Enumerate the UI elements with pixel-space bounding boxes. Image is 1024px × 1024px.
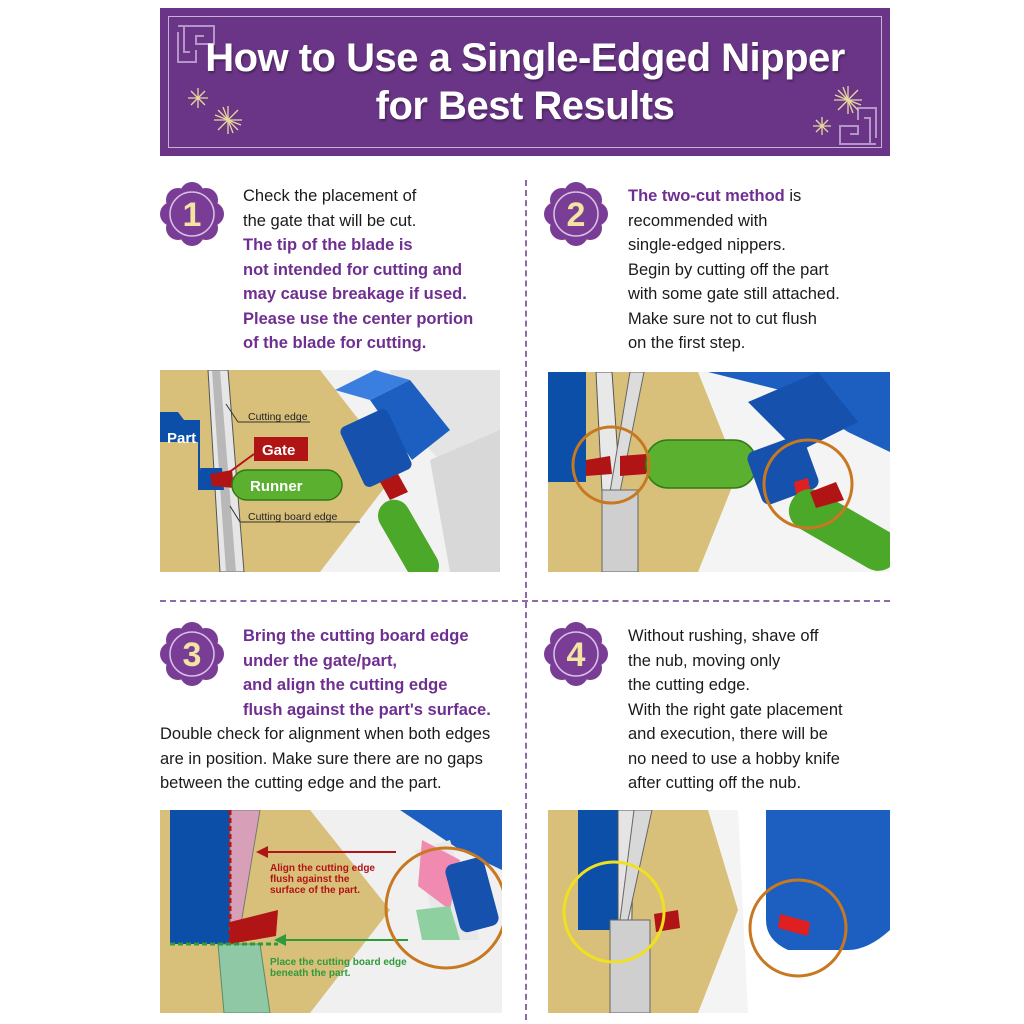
banner-frame xyxy=(168,16,882,148)
place-note-line1: Place the cutting board edge xyxy=(270,957,407,968)
step-4-line: Without rushing, shave off xyxy=(628,627,819,645)
part-label: Part xyxy=(167,430,196,447)
gate-label-box xyxy=(254,437,308,461)
cut-point-circle-right xyxy=(762,438,854,530)
runner-3d xyxy=(378,499,439,572)
step-1-badge: 1 xyxy=(160,182,224,246)
step-4-line: the cutting edge. xyxy=(628,676,751,694)
page-title: How to Use a Single-Edged Nipper for Bes… xyxy=(160,34,890,130)
step-2-line: single-edged nippers. xyxy=(628,236,786,254)
step-1-warning-line: of the blade for cutting. xyxy=(243,334,427,352)
step-3-line: between the cutting edge and the part. xyxy=(160,774,442,792)
part-shape xyxy=(170,810,230,944)
step-3-illustration: Align the cutting edge flush against the… xyxy=(160,810,502,1013)
step-4-text: Without rushing, shave off the nub, movi… xyxy=(628,624,843,796)
align-note-line2: flush against the xyxy=(270,874,350,885)
align-note-line3: surface of the part. xyxy=(270,885,360,896)
step-3-number: 3 xyxy=(183,636,202,674)
step-2-line: Make sure not to cut flush xyxy=(628,309,817,328)
pink-blade-3d xyxy=(418,840,460,910)
step-3-body-text: Double check for alignment when both edg… xyxy=(160,722,490,796)
step-2-line: The two-cut method is xyxy=(628,184,840,209)
page-title-line1: How to Use a Single-Edged Nipper xyxy=(205,36,845,80)
cutting-board-edge-label: Cutting board edge xyxy=(248,511,337,523)
step-4-line: With the right gate placement xyxy=(628,700,843,719)
gate-remnant xyxy=(586,456,612,476)
step-1-number: 1 xyxy=(183,196,202,234)
place-note-line2: beneath the part. xyxy=(270,968,351,979)
step-3-line: Double check for alignment when both edg… xyxy=(160,725,491,743)
blue-part-3d xyxy=(766,810,890,950)
step-2-illustration xyxy=(548,372,890,572)
runner-label: Runner xyxy=(250,478,303,495)
cutting-edge-label: Cutting edge xyxy=(248,411,308,423)
detail-circle xyxy=(384,846,502,970)
step-2-text: The two-cut method is recommended with s… xyxy=(628,184,840,356)
step-4-line: and execution, there will be xyxy=(628,725,828,743)
step-4-illustration xyxy=(548,810,890,1013)
green-board-3d xyxy=(416,906,460,940)
step-2-line: with some gate still attached. xyxy=(628,285,840,303)
step-3-badge: 3 xyxy=(160,622,224,686)
step-1-line: Check the placement of xyxy=(243,187,417,205)
gate-shape xyxy=(230,910,278,944)
part-shape xyxy=(548,372,586,482)
step-2-badge: 2 xyxy=(544,182,608,246)
blue-part-3d xyxy=(445,857,499,933)
step-2-number: 2 xyxy=(567,196,586,234)
firework-ornament-left xyxy=(188,88,242,134)
step-1-warning-line: not intended for cutting and xyxy=(243,260,463,279)
runner-shape xyxy=(231,469,343,501)
step-4-line: no need to use a hobby knife xyxy=(628,749,840,768)
firework-ornament-right xyxy=(813,86,862,135)
gate-3d xyxy=(380,474,408,500)
gate-label: Gate xyxy=(262,442,295,459)
step-3-emphasis-line: Bring the cutting board edge xyxy=(243,627,469,645)
right-meander-ornament xyxy=(839,107,877,145)
step-3-emphasis-line: and align the cutting edge xyxy=(243,676,448,694)
step-3-line: are in position. Make sure there are no … xyxy=(160,749,483,768)
step-1-warning-line: Please use the center portion xyxy=(243,309,474,328)
step-2-line: recommended with xyxy=(628,211,768,230)
orange-focus-circle xyxy=(748,878,848,978)
step-1-line: the gate that will be cut. xyxy=(243,211,417,230)
step-1-text: Check the placement of the gate that wil… xyxy=(243,184,473,356)
step-1-warning-line: may cause breakage if used. xyxy=(243,285,467,303)
step-4-line: the nub, moving only xyxy=(628,651,781,670)
step-2-line: Begin by cutting off the part xyxy=(628,260,829,279)
yellow-focus-circle xyxy=(562,860,666,964)
step-4-line: after cutting off the nub. xyxy=(628,774,802,792)
cut-point-circle-left xyxy=(571,425,651,505)
blue-part-3d xyxy=(370,380,450,460)
flush-cut-mark xyxy=(778,914,810,936)
step-2-line: on the first step. xyxy=(628,334,746,352)
step-3-heading-text: Bring the cutting board edge under the g… xyxy=(243,624,491,722)
step-3-emphasis-line: under the gate/part, xyxy=(243,651,398,670)
step-2-emphasis: The two-cut method xyxy=(628,187,785,205)
runner-shape xyxy=(645,439,757,489)
title-banner: How to Use a Single-Edged Nipper for Bes… xyxy=(160,8,890,156)
step-3-emphasis-line: flush against the part's surface. xyxy=(243,700,491,719)
part-shape xyxy=(578,810,618,930)
step-2-line-tail: is xyxy=(784,187,802,205)
left-meander-ornament xyxy=(177,25,215,63)
page-title-line2: for Best Results xyxy=(375,84,675,128)
align-note-line1: Align the cutting edge xyxy=(270,863,375,874)
step-4-number: 4 xyxy=(567,636,586,674)
step-1-illustration: Runner Part Gate Cutting edge Cutting bo… xyxy=(160,370,500,572)
step-4-badge: 4 xyxy=(544,622,608,686)
step-1-warning-line: The tip of the blade is xyxy=(243,236,413,254)
horizontal-dashed-divider xyxy=(160,600,890,602)
